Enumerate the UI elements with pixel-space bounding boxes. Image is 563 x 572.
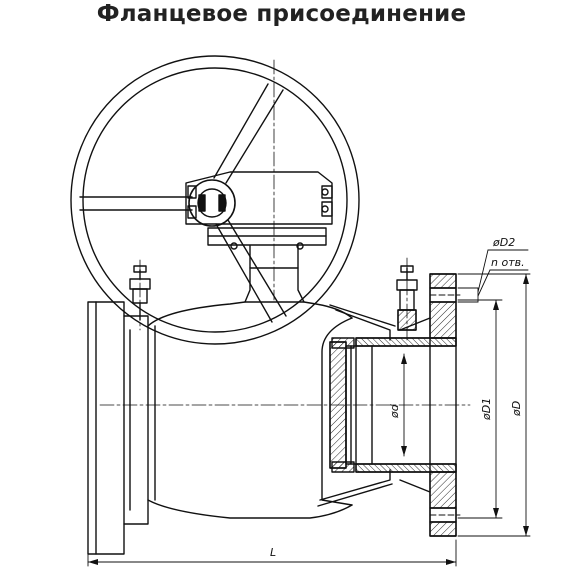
dim-d-label: ød xyxy=(388,403,401,419)
centerlines xyxy=(99,59,471,406)
dimension-lines xyxy=(87,249,531,567)
dim-d2-label: øD2 xyxy=(492,236,515,249)
drawing-title: Фланцевое присоединение xyxy=(96,1,467,27)
dim-n-holes-label: n отв. xyxy=(491,256,525,269)
dim-d-outer-label: øD xyxy=(510,401,523,417)
handwheel xyxy=(70,55,360,345)
valve-body xyxy=(87,301,396,555)
handwheel-hub xyxy=(188,179,236,227)
dim-d1-label: øD1 xyxy=(480,398,493,421)
gearbox xyxy=(185,171,333,303)
dim-length-label: L xyxy=(270,546,276,559)
seat-section xyxy=(329,337,457,473)
